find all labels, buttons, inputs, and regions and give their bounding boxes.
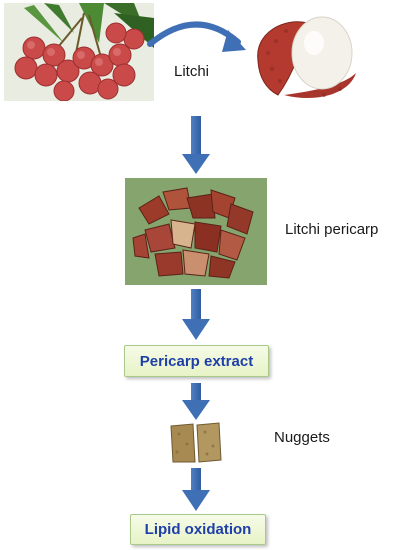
litchi-pericarp-photo <box>125 178 267 285</box>
litchi-pericarp-label: Litchi pericarp <box>285 221 379 238</box>
down-arrow-1 <box>182 116 210 174</box>
lipid-oxidation-text: Lipid oxidation <box>144 521 252 538</box>
peeled-litchi-photo <box>244 3 376 107</box>
nuggets-label: Nuggets <box>274 429 330 446</box>
litchi-label: Litchi <box>174 63 210 80</box>
nuggets-photo <box>167 420 225 466</box>
litchi-bunch-photo <box>4 3 154 101</box>
down-arrow-3 <box>182 383 210 420</box>
pericarp-extract-box: Pericarp extract <box>124 345 269 377</box>
curved-arrow <box>147 21 246 52</box>
lipid-oxidation-box: Lipid oxidation <box>130 514 266 545</box>
down-arrow-2 <box>182 289 210 340</box>
pericarp-extract-text: Pericarp extract <box>139 352 254 370</box>
down-arrow-4 <box>182 468 210 511</box>
